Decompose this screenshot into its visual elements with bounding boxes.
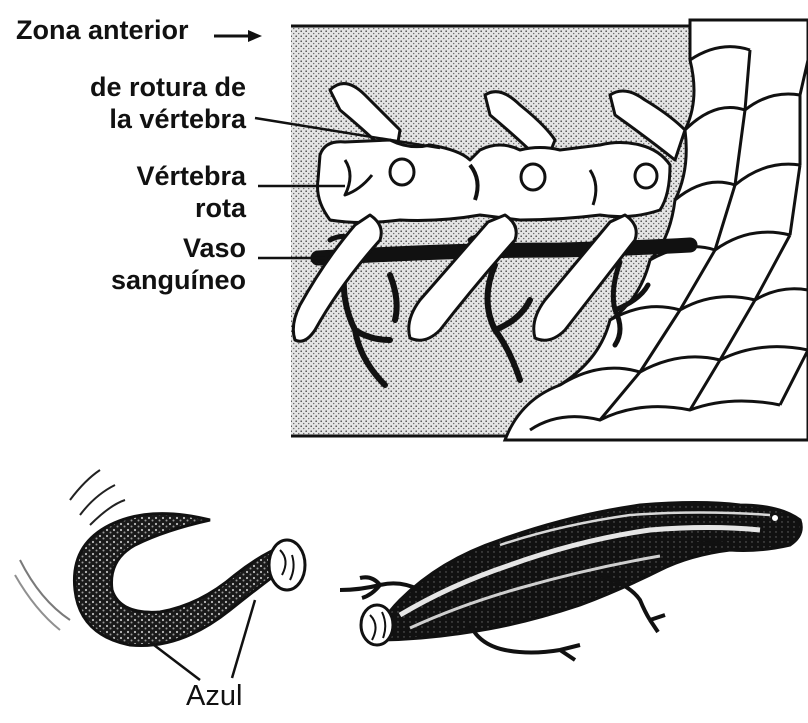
label-tail-color: Azul bbox=[186, 680, 242, 712]
lizard bbox=[340, 503, 801, 661]
label-blood-vessel-line2: sanguíneo bbox=[0, 264, 246, 296]
right-arrow-icon bbox=[214, 30, 262, 42]
label-fracture-zone-line2: la vértebra bbox=[0, 103, 246, 135]
label-front-zone: Zona anterior bbox=[16, 14, 189, 46]
label-blood-vessel-line1: Vaso bbox=[0, 232, 246, 264]
vertebrae bbox=[318, 140, 671, 223]
label-broken-vertebra-line1: Vértebra bbox=[0, 160, 246, 192]
detached-tail bbox=[15, 470, 305, 680]
label-fracture-zone-line1: de rotura de bbox=[0, 71, 246, 103]
label-broken-vertebra-line2: rota bbox=[0, 192, 246, 224]
vertebrae-panel bbox=[255, 20, 808, 440]
